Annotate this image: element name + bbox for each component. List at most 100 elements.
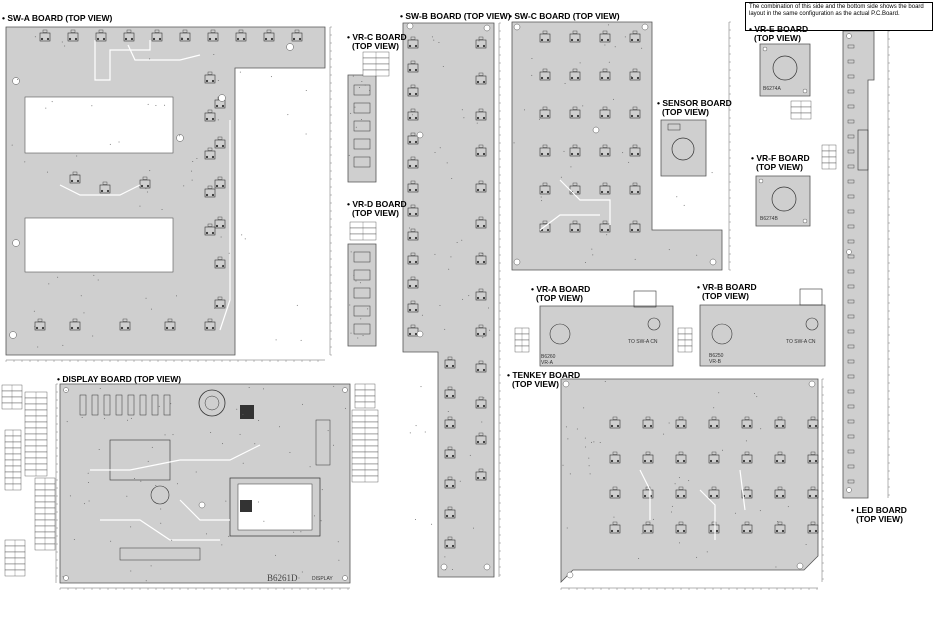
switch-pad	[70, 179, 74, 183]
sw-a-via	[217, 119, 219, 121]
switch-pad	[215, 184, 219, 188]
led-footprint	[410, 324, 416, 328]
switch-pad	[546, 228, 550, 232]
led-footprint	[744, 521, 750, 525]
switch-footprint	[214, 219, 226, 229]
switch-pad	[414, 140, 418, 144]
sw-c-via	[524, 109, 526, 111]
vr-b-board-view-label: (TOP VIEW)	[702, 291, 749, 301]
sw-b-via	[447, 411, 449, 413]
switch-footprint	[629, 147, 641, 157]
copper-trace	[94, 40, 151, 81]
switch-pad	[76, 326, 80, 330]
switch-pad	[814, 459, 818, 463]
led-footprint	[37, 318, 43, 322]
mounting-hole	[483, 563, 491, 571]
sw-a-via	[34, 325, 36, 327]
tenkey-via	[722, 449, 724, 451]
sw-a-via	[145, 188, 147, 190]
mounting-hole	[12, 239, 20, 247]
switch-footprint	[774, 524, 786, 534]
tenkey-via	[680, 427, 682, 429]
vr-b-knob-housing	[799, 288, 823, 306]
tenkey-via	[670, 511, 672, 513]
switch-pad	[211, 117, 215, 121]
display-via	[81, 416, 83, 418]
display-via	[338, 559, 340, 561]
vr-d-via	[350, 332, 352, 334]
switch-pad	[610, 459, 614, 463]
display-via	[170, 403, 172, 405]
led-footprint	[847, 194, 855, 199]
switch-footprint	[214, 179, 226, 189]
display-via	[160, 508, 162, 510]
sw-b-via	[414, 518, 416, 520]
mounting-hole	[406, 22, 414, 30]
sw-a-via	[93, 274, 95, 276]
vr-d-via	[353, 274, 355, 276]
display-via	[130, 570, 132, 572]
switch-pad	[414, 116, 418, 120]
sw-c-via	[607, 24, 609, 26]
switch-pad	[476, 152, 480, 156]
tenkey-via	[576, 428, 578, 430]
display-board	[59, 383, 351, 584]
led-footprint	[410, 204, 416, 208]
sw-b-board	[402, 22, 495, 578]
switch-pad	[616, 459, 620, 463]
led-footprint	[847, 299, 855, 304]
led-footprint	[98, 29, 104, 33]
switch-pad	[676, 529, 680, 533]
led-footprint	[612, 416, 618, 420]
tenkey-via	[745, 440, 747, 442]
sw-b-via	[448, 268, 450, 270]
tenkey-via	[565, 426, 567, 428]
mounting-hole	[342, 387, 348, 393]
sw-a-via	[139, 205, 141, 207]
tenkey-via	[787, 506, 789, 508]
tenkey-via	[775, 566, 777, 568]
vr-c-board-view-label: (TOP VIEW)	[352, 41, 399, 51]
switch-pad	[408, 332, 412, 336]
switch-pad	[570, 228, 574, 232]
switch-pad	[408, 164, 412, 168]
switch-pad	[606, 152, 610, 156]
switch-pad	[636, 76, 640, 80]
switch-pad	[215, 304, 219, 308]
display-via	[289, 452, 291, 454]
switch-pad	[649, 424, 653, 428]
switch-pad	[576, 152, 580, 156]
led-footprint	[572, 106, 578, 110]
switch-footprint	[539, 223, 551, 233]
sw-b-via	[431, 36, 433, 38]
switch-pad	[482, 260, 486, 264]
switch-footprint	[407, 159, 419, 169]
switch-pad	[215, 104, 219, 108]
tenkey-via	[756, 396, 758, 398]
switch-pad	[482, 152, 486, 156]
switch-pad	[46, 37, 50, 41]
led-footprint	[847, 164, 855, 169]
sw-c-via	[683, 204, 685, 206]
switch-pad	[35, 326, 39, 330]
switch-footprint	[67, 32, 79, 42]
switch-pad	[221, 224, 225, 228]
led-footprint	[810, 451, 816, 455]
switch-pad	[643, 459, 647, 463]
switch-pad	[211, 155, 215, 159]
switch-footprint	[123, 32, 135, 42]
mounting-hole	[513, 258, 521, 266]
switch-pad	[211, 231, 215, 235]
switch-pad	[215, 144, 219, 148]
led-footprint	[478, 216, 484, 220]
copper-trace	[639, 469, 651, 520]
switch-footprint	[407, 303, 419, 313]
switch-pad	[482, 224, 486, 228]
led-footprint	[777, 521, 783, 525]
led-footprint	[711, 416, 717, 420]
switch-pad	[140, 184, 144, 188]
switch-footprint	[214, 139, 226, 149]
led-footprint	[542, 220, 548, 224]
sw-a-via	[76, 155, 78, 157]
display-via	[274, 554, 276, 556]
